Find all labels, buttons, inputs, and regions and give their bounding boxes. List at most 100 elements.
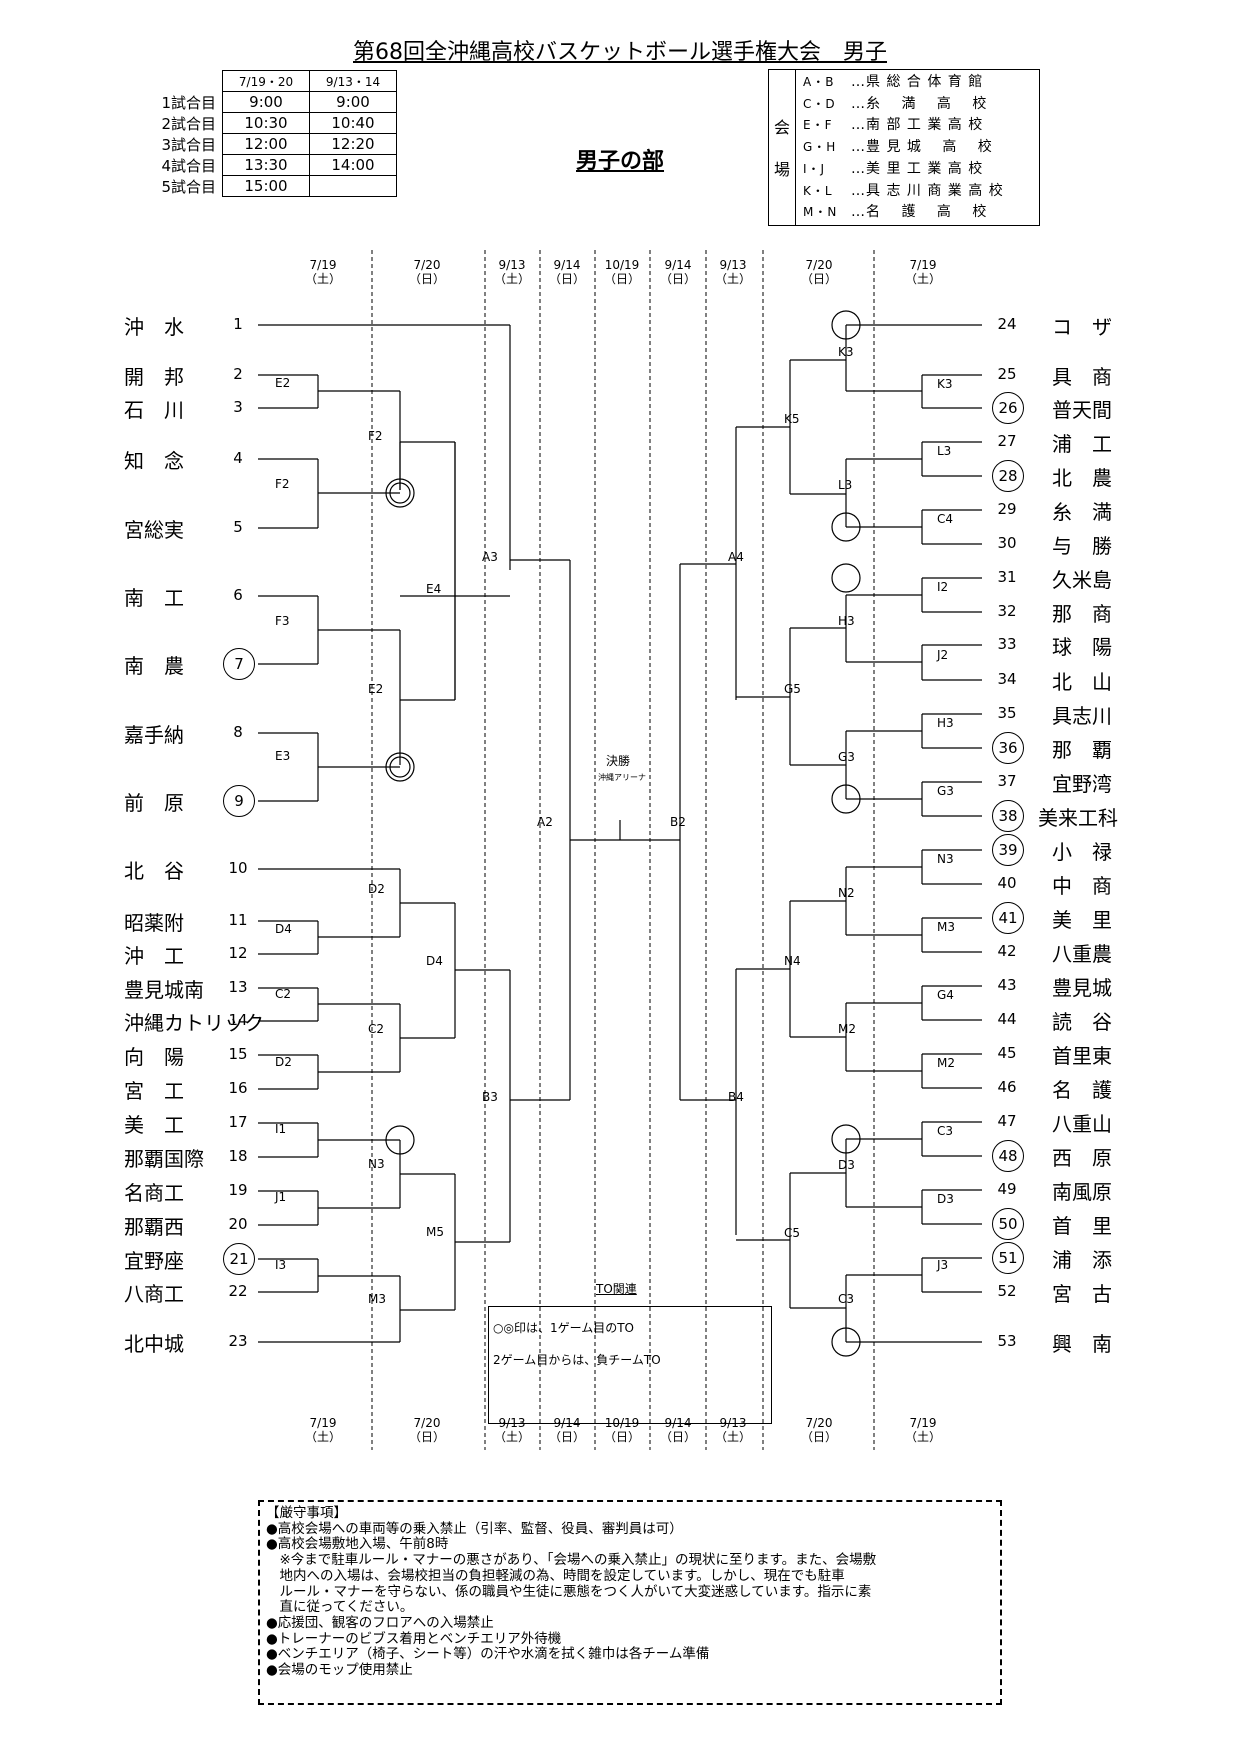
game-label: M3 <box>368 1292 386 1306</box>
game-label: C2 <box>368 1022 385 1036</box>
date-header-bottom: 7/20（日） <box>789 1416 849 1444</box>
seed-number: 35 <box>997 704 1017 722</box>
seed-number: 16 <box>228 1079 248 1097</box>
notes-line: ●トレーナーのビブス着用とベンチエリア外待機 <box>266 1630 562 1647</box>
venue-row: M・N…名 護 高 校 <box>803 202 1004 224</box>
notes-line: ルール・マナーを守らない、係の職員や生徒に悪態をつく人がいて大変迷惑しています。… <box>266 1583 872 1600</box>
team-name: 中 商 <box>1052 874 1112 898</box>
game-label: K5 <box>784 412 800 426</box>
game-label: C3 <box>838 1292 855 1306</box>
team-name: 南風原 <box>1052 1180 1112 1204</box>
game-label: F2 <box>275 477 290 491</box>
team-name: 那覇国際 <box>124 1147 204 1171</box>
game-label: D4 <box>426 954 443 968</box>
game-label: I1 <box>275 1122 287 1136</box>
game-label: E4 <box>426 582 442 596</box>
seed-number: 28 <box>992 460 1024 492</box>
seed-number: 29 <box>997 500 1017 518</box>
schedule-time: 12:20 <box>309 133 397 155</box>
date-text: 9/14 <box>664 258 692 272</box>
page-title: 第68回全沖縄高校バスケットボール選手権大会 男子 <box>353 40 887 65</box>
team-name: 浦 添 <box>1052 1248 1112 1272</box>
game-label: C4 <box>937 512 954 526</box>
venue-row: E・F…南 部 工 業 高 校 <box>803 115 1004 137</box>
game-label: M2 <box>838 1022 856 1036</box>
game-label: C5 <box>784 1226 801 1240</box>
game-label: F2 <box>368 429 383 443</box>
team-name: 宜野座 <box>124 1249 184 1273</box>
schedule-row-label: 4試合目 <box>161 156 216 175</box>
day-text: （日） <box>659 1430 696 1444</box>
team-name: 与 勝 <box>1052 534 1112 558</box>
game-label: D2 <box>368 882 385 896</box>
to-marker <box>831 310 861 340</box>
day-text: （日） <box>548 1430 585 1444</box>
team-name: 知 念 <box>124 449 184 473</box>
notes-line: ●ベンチエリア（椅子、シート等）の汗や水滴を拭く雑巾は各チーム準備 <box>266 1646 710 1663</box>
team-name: コ ザ <box>1052 315 1112 339</box>
game-label: D4 <box>275 922 292 936</box>
venue-code: A・B <box>803 75 835 89</box>
date-text: 9/14 <box>553 258 581 272</box>
date-header-top: 9/13（土） <box>703 258 763 286</box>
seed-number: 1 <box>233 315 243 333</box>
date-text: 10/19 <box>604 258 640 272</box>
seed-number: 23 <box>228 1332 248 1350</box>
seed-number: 2 <box>233 365 243 383</box>
schedule-table: 7/19・20 9/13・14 1試合目 9:00 9:00 2試合目 10:3… <box>140 70 397 197</box>
seed-number: 11 <box>228 911 248 929</box>
team-name: 豊見城南 <box>124 978 204 1002</box>
day-text: （土） <box>904 272 941 286</box>
date-text: 7/20 <box>413 258 441 272</box>
team-name: 向 陽 <box>124 1045 184 1069</box>
venue-code: E・F <box>803 118 833 133</box>
team-name: 糸 満 <box>1052 500 1112 524</box>
to-marker <box>385 752 415 782</box>
venue-name: …美 里 工 業 高 校 <box>851 160 984 177</box>
seed-number: 26 <box>992 392 1024 424</box>
team-name: 沖 水 <box>124 315 184 339</box>
to-marker <box>831 563 861 593</box>
game-label: E3 <box>275 749 291 763</box>
day-text: （日） <box>800 1430 837 1444</box>
notes-line: ●会場のモップ使用禁止 <box>266 1662 413 1679</box>
seed-number: 43 <box>997 976 1017 994</box>
game-label: H3 <box>937 716 954 730</box>
game-label: N3 <box>368 1157 385 1171</box>
notes-line: ●応援団、観客のフロアへの入場禁止 <box>266 1614 494 1631</box>
game-label: D2 <box>275 1055 292 1069</box>
schedule-row-label: 3試合目 <box>161 135 216 154</box>
game-label: J2 <box>937 648 949 662</box>
seed-number: 41 <box>992 902 1024 934</box>
day-text: （土） <box>904 1430 941 1444</box>
venue-row: G・H…豊 見 城 高 校 <box>803 137 1004 159</box>
seed-number: 47 <box>997 1112 1017 1130</box>
game-label: A4 <box>728 550 744 564</box>
schedule-header: 7/19・20 <box>222 70 310 92</box>
day-text: （日） <box>659 272 696 286</box>
date-text: 7/19 <box>309 258 337 272</box>
game-label: K3 <box>937 377 953 391</box>
section-title: 男子の部 <box>576 149 665 174</box>
day-text: （日） <box>800 272 837 286</box>
to-marker <box>389 482 411 504</box>
team-name: 浦 工 <box>1052 432 1112 456</box>
seed-number: 13 <box>228 978 248 996</box>
date-text: 7/19 <box>909 258 937 272</box>
seed-number: 38 <box>992 800 1024 832</box>
team-name: 昭薬附 <box>124 911 184 935</box>
date-text: 7/19 <box>909 1416 937 1430</box>
team-name: 沖縄カトリック <box>124 1011 264 1035</box>
date-header-top: 7/20（日） <box>397 258 457 286</box>
notes-line: ※今まで駐車ルール・マナーの悪さがあり、「会場への乗入禁止」の現状に至ります。ま… <box>266 1552 877 1569</box>
game-label: L3 <box>838 478 853 492</box>
schedule-row-label: 1試合目 <box>161 93 216 112</box>
game-label: J3 <box>937 1258 949 1272</box>
seed-number: 30 <box>997 534 1017 552</box>
schedule-time <box>309 175 397 197</box>
game-label: I2 <box>937 580 949 594</box>
venue-code: M・N <box>803 205 838 220</box>
